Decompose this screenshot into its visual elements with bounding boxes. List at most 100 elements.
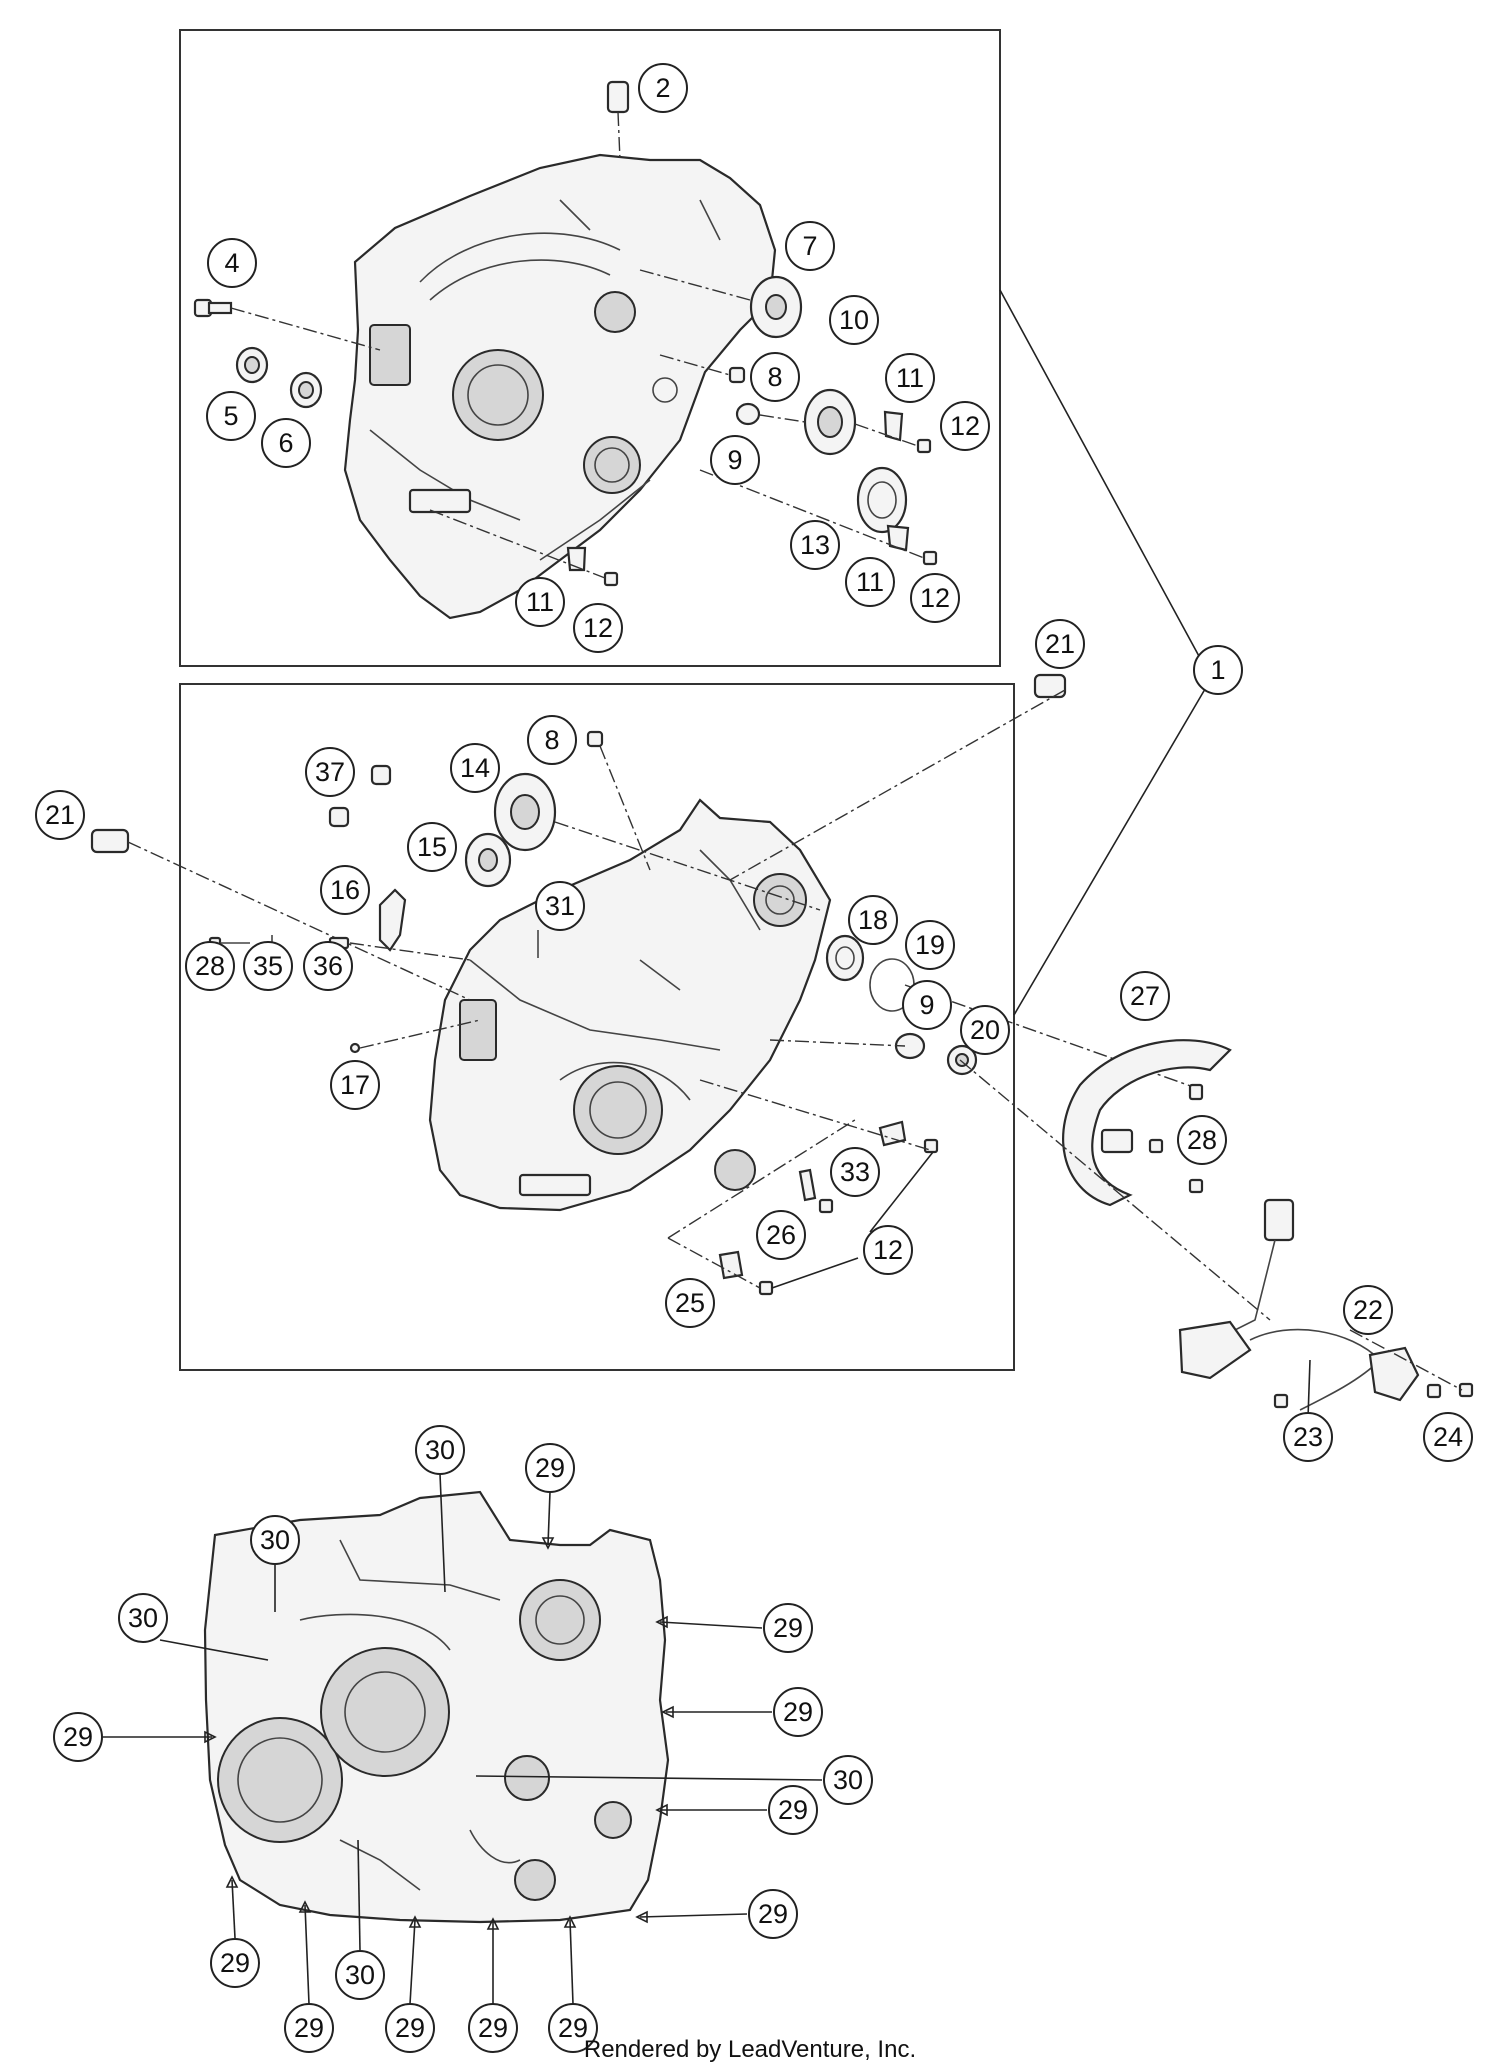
callout-10: 10 <box>829 295 879 345</box>
callout-circle <box>823 1755 873 1805</box>
callout-12: 12 <box>940 401 990 451</box>
callout-30: 30 <box>415 1425 465 1475</box>
callout-37: 37 <box>305 747 355 797</box>
callout-28: 28 <box>1177 1115 1227 1165</box>
callout-number: 29 <box>63 1722 93 1752</box>
callout-number: 12 <box>950 411 980 441</box>
callout-30: 30 <box>250 1515 300 1565</box>
callout-29: 29 <box>385 2003 435 2053</box>
callout-circle <box>763 1603 813 1653</box>
callout-number: 14 <box>460 753 490 783</box>
callout-circle <box>1177 1115 1227 1165</box>
callout-number: 30 <box>260 1525 290 1555</box>
callout-number: 2 <box>655 73 670 103</box>
callout-number: 12 <box>873 1235 903 1265</box>
callout-circle <box>206 391 256 441</box>
callout-circle <box>750 352 800 402</box>
callout-22: 22 <box>1343 1285 1393 1335</box>
callout-number: 29 <box>758 1899 788 1929</box>
callout-29: 29 <box>548 2003 598 2053</box>
item-1-leaders <box>999 289 1209 1016</box>
callout-29: 29 <box>284 2003 334 2053</box>
callout-4: 4 <box>207 238 257 288</box>
callout-circle <box>785 221 835 271</box>
callout-11: 11 <box>885 353 935 403</box>
callout-number: 16 <box>330 875 360 905</box>
callout-circle <box>548 2003 598 2053</box>
panel-frames <box>179 29 1015 1371</box>
callout-13: 13 <box>790 520 840 570</box>
callout-number: 33 <box>840 1157 870 1187</box>
callout-circle <box>284 2003 334 2053</box>
callout-30: 30 <box>823 1755 873 1805</box>
callout-number: 11 <box>896 363 924 393</box>
callout-number: 29 <box>535 1453 565 1483</box>
callout-29: 29 <box>748 1889 798 1939</box>
callout-circle <box>407 822 457 872</box>
callout-number: 28 <box>1187 1125 1217 1155</box>
callout-number: 9 <box>919 990 934 1020</box>
callout-number: 35 <box>253 951 283 981</box>
callout-number: 1 <box>1210 655 1225 685</box>
callout-circle <box>910 573 960 623</box>
callout-circle <box>527 715 577 765</box>
callout-number: 7 <box>802 231 817 261</box>
callout-circle <box>515 577 565 627</box>
callout-12: 12 <box>910 573 960 623</box>
callout-circle <box>905 920 955 970</box>
callout-circle <box>261 418 311 468</box>
callout-number: 11 <box>526 587 554 617</box>
callout-12: 12 <box>863 1225 913 1275</box>
callout-16: 16 <box>320 865 370 915</box>
callout-11: 11 <box>515 577 565 627</box>
callout-circle <box>385 2003 435 2053</box>
callout-14: 14 <box>450 743 500 793</box>
callout-circle <box>940 401 990 451</box>
callout-20: 20 <box>960 1005 1010 1055</box>
lower-crankcase-half <box>428 798 832 1212</box>
callout-29: 29 <box>773 1687 823 1737</box>
callout-29: 29 <box>525 1443 575 1493</box>
callout-circle <box>335 1950 385 2000</box>
callout-number: 21 <box>45 800 75 830</box>
callout-number: 29 <box>220 1948 250 1978</box>
callout-number: 9 <box>727 445 742 475</box>
callout-number: 20 <box>970 1015 1000 1045</box>
callout-circle <box>250 1515 300 1565</box>
callout-number: 11 <box>856 567 884 597</box>
callout-number: 25 <box>675 1288 705 1318</box>
callout-circle <box>1423 1412 1473 1462</box>
callout-number: 29 <box>783 1697 813 1727</box>
upper-small-parts <box>193 80 938 587</box>
callout-number: 22 <box>1353 1295 1383 1325</box>
callout-number: 29 <box>395 2013 425 2043</box>
callout-number: 4 <box>224 248 239 278</box>
callout-circle <box>885 353 935 403</box>
callout-circle <box>773 1687 823 1737</box>
callout-number: 18 <box>858 905 888 935</box>
callout-number: 15 <box>417 832 447 862</box>
callout-number: 23 <box>1293 1422 1323 1452</box>
callout-circle <box>756 1210 806 1260</box>
guard-and-harness <box>959 1039 1474 1419</box>
callout-24: 24 <box>1423 1412 1473 1462</box>
callout-29: 29 <box>468 2003 518 2053</box>
callout-number: 37 <box>315 757 345 787</box>
callout-circle <box>415 1425 465 1475</box>
callout-circle <box>468 2003 518 2053</box>
callout-circle <box>848 895 898 945</box>
callout-28: 28 <box>185 941 235 991</box>
callout-circle <box>665 1278 715 1328</box>
callout-circle <box>320 865 370 915</box>
callout-number: 19 <box>915 930 945 960</box>
callout-circle <box>710 435 760 485</box>
callout-number: 12 <box>583 613 613 643</box>
callout-circle <box>790 520 840 570</box>
callout-number: 17 <box>340 1070 370 1100</box>
callout-25: 25 <box>665 1278 715 1328</box>
callout-number: 29 <box>773 1613 803 1643</box>
callout-number: 29 <box>558 2013 588 2043</box>
callout-number: 30 <box>833 1765 863 1795</box>
callout-29: 29 <box>768 1785 818 1835</box>
